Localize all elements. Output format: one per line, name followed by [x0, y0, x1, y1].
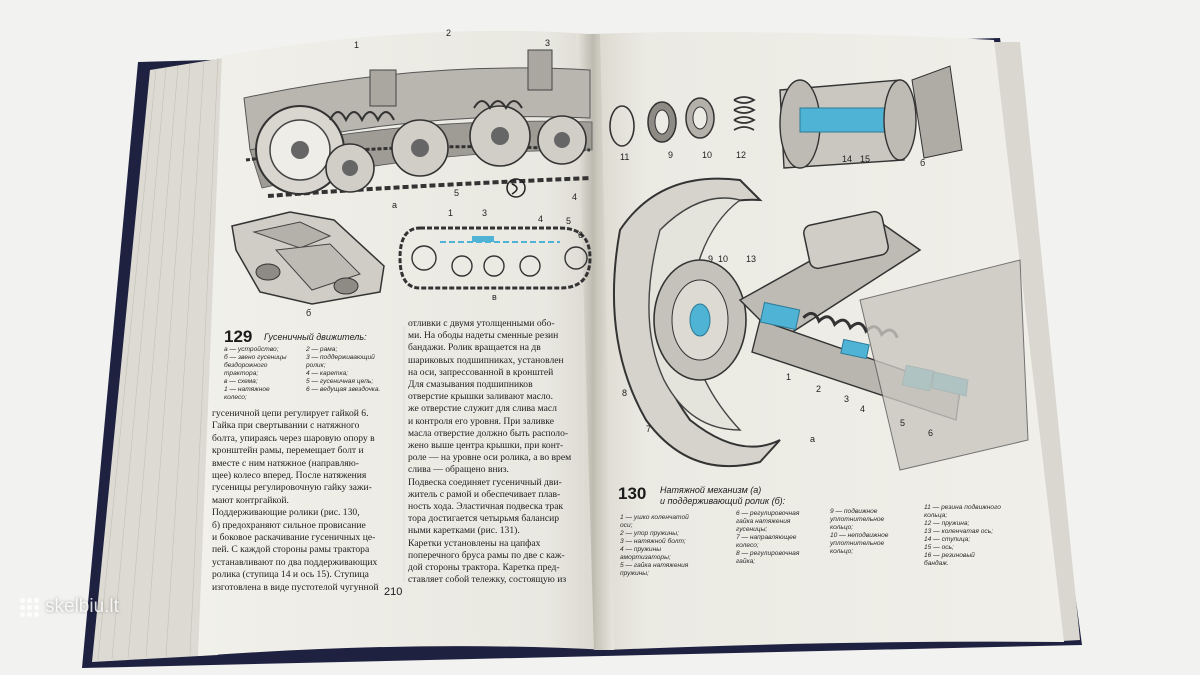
- figure-number: 130: [618, 484, 647, 503]
- roller-parts-illustration: [609, 65, 963, 169]
- fig-c-label: 3: [482, 208, 488, 218]
- track-scheme-diagram: [398, 226, 592, 290]
- tensioner-letter: а: [810, 434, 816, 444]
- dots-logo-icon: [20, 597, 39, 617]
- fig-a-label: 5: [454, 188, 460, 198]
- page-edge-lines: [97, 57, 219, 661]
- page-edges-left: [92, 56, 236, 662]
- fig-c-label: 6: [578, 230, 584, 240]
- watermark-text: skelbiu.lt: [45, 596, 119, 617]
- tensioner-label: 4: [860, 404, 866, 414]
- figure-legend: 11 — резина подвижного кольца; 12 — пруж…: [924, 504, 1001, 567]
- fig-a-label: 3: [545, 38, 551, 48]
- figure-legend: а — устройство; б — звено гусеницы бездо…: [224, 346, 287, 401]
- tensioner-label: 2: [816, 384, 822, 394]
- roller-label: 15: [860, 154, 871, 164]
- tensioner-label: 7: [646, 424, 652, 434]
- fig-c-label: 5: [566, 216, 572, 226]
- roller-letter: б: [920, 158, 926, 168]
- text-column-1: гусеничной цепи регулирует гайкой 6. Гай…: [212, 408, 379, 593]
- fig-c-label: 1: [448, 208, 454, 218]
- page-number: 210: [384, 586, 403, 598]
- roller-label: 12: [736, 150, 747, 160]
- tensioner-label: 9: [708, 254, 714, 264]
- figure-number: 129: [224, 327, 253, 346]
- fig-a-label: 4: [572, 192, 578, 202]
- tensioner-illustration: [613, 177, 1029, 471]
- figure-title: и поддерживающий ролик (б):: [660, 496, 786, 506]
- tensioner-label: 5: [900, 418, 906, 428]
- figure-legend: 6 — регулировочная гайка натяжения гусен…: [736, 510, 800, 565]
- tensioner-label: 1: [786, 372, 792, 382]
- figure-legend: 9 — подвижное уплотнительное кольцо; 10 …: [830, 508, 889, 555]
- fig-a-label: 2: [446, 28, 452, 38]
- roller-label: 14: [842, 154, 853, 164]
- figure-title: Гусеничный движитель:: [264, 332, 367, 342]
- gutter: [576, 34, 614, 650]
- tensioner-label: 13: [746, 254, 757, 264]
- page-edges-right: [990, 42, 1080, 641]
- text-column-2: отливки с двумя утолщенными обо- ми. На …: [408, 318, 572, 586]
- roller-label: 11: [620, 152, 630, 162]
- fig-b-letter: б: [306, 308, 312, 318]
- tensioner-label: 10: [718, 254, 729, 264]
- figure-title: Натяжной механизм (а): [660, 485, 762, 495]
- figure-legend: 2 — рама; 3 — поддерживающий ролик; 4 — …: [306, 346, 381, 393]
- tensioner-label: 6: [928, 428, 934, 438]
- tensioner-label: 3: [844, 394, 850, 404]
- tensioner-label: 8: [622, 388, 628, 398]
- track-link-illustration: [231, 211, 385, 305]
- roller-label: 10: [702, 150, 713, 160]
- fig-a-letter: а: [392, 200, 398, 210]
- fig-c-letter: в: [492, 292, 497, 302]
- figure-legend: 1 — ушко коленчатой оси; 2 — упор пружин…: [620, 514, 689, 577]
- roller-label: 9: [668, 150, 674, 160]
- fig-c-label: 4: [538, 214, 544, 224]
- fig-a-label: 1: [354, 40, 360, 50]
- track-assembly-illustration: [243, 49, 593, 198]
- watermark: skelbiu.lt: [20, 596, 119, 618]
